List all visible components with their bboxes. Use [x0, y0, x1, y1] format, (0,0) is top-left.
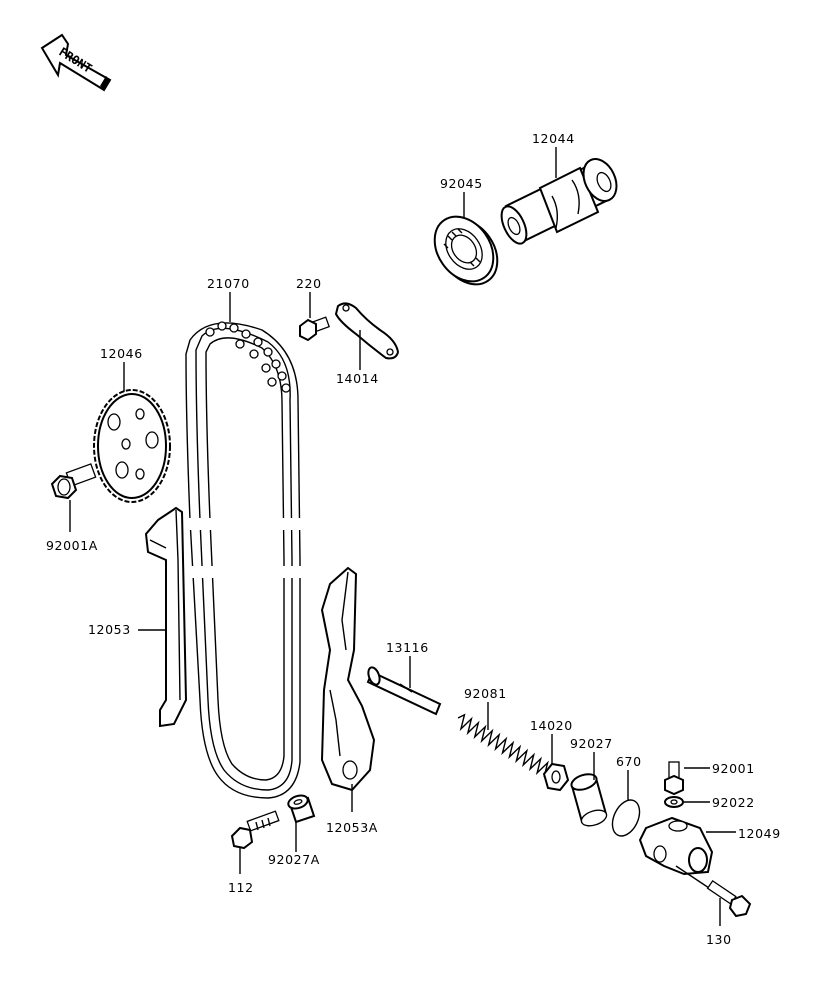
cam-chain: [180, 321, 310, 799]
tensioner-rod: [366, 666, 442, 716]
bolt-220: [299, 316, 331, 342]
label-112: 112: [228, 880, 254, 895]
label-92001A: 92001A: [46, 538, 98, 553]
label-12053: 12053: [88, 622, 131, 637]
cam-sprocket: [93, 389, 171, 503]
chain-guide-plate: [334, 302, 400, 360]
nut-14020: [542, 762, 570, 792]
bolt-92001A: [50, 463, 97, 500]
tensioner-spring: [457, 713, 549, 778]
label-12053A: 12053A: [326, 820, 378, 835]
washer-92022: [664, 796, 684, 808]
label-92081: 92081: [464, 686, 507, 701]
camshaft: [500, 158, 618, 245]
collar-92027: [570, 773, 608, 827]
o-ring-670: [611, 799, 641, 837]
chain-guide-12053A: [320, 566, 376, 792]
bolt-130: [675, 865, 752, 918]
label-220: 220: [296, 276, 322, 291]
label-92001: 92001: [712, 761, 755, 776]
label-12044: 12044: [532, 131, 575, 146]
front-arrow-icon: FRONT: [40, 33, 112, 92]
label-92027: 92027: [570, 736, 613, 751]
label-14014: 14014: [336, 371, 379, 386]
label-92027A: 92027A: [268, 852, 320, 867]
bolt-112: [230, 810, 280, 850]
label-13116: 13116: [386, 640, 429, 655]
collar-92027A: [287, 794, 316, 824]
label-12046: 12046: [100, 346, 143, 361]
label-670: 670: [616, 754, 642, 769]
tensioner-body: [638, 816, 714, 876]
label-21070: 21070: [207, 276, 250, 291]
chain-guide-12053: [144, 506, 188, 728]
label-14020: 14020: [530, 718, 573, 733]
label-12049: 12049: [738, 826, 781, 841]
label-130: 130: [706, 932, 732, 947]
bolt-92001: [664, 761, 684, 796]
label-92045: 92045: [440, 176, 483, 191]
bearing: [433, 215, 499, 286]
label-92022: 92022: [712, 795, 755, 810]
